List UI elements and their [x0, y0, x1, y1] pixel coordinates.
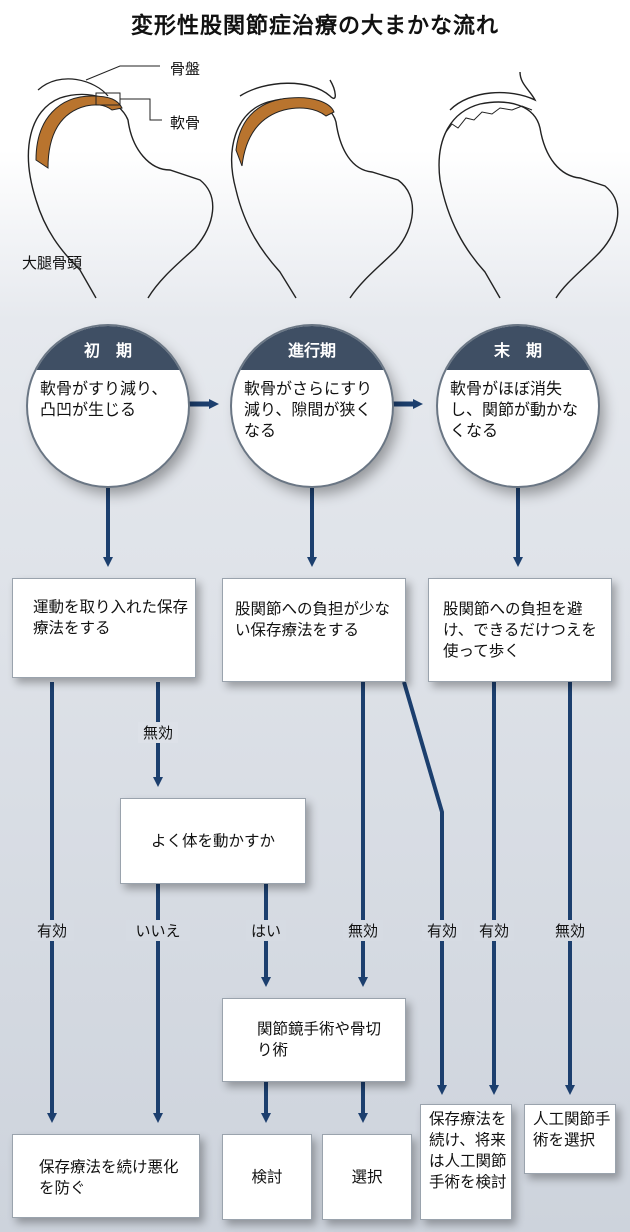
box-result-continue: 保存療法を続け悪化を防ぐ [12, 1134, 200, 1218]
label-femoral-head: 大腿骨頭 [22, 254, 83, 272]
edge-label-effective-2: 有効 [422, 920, 462, 941]
page-title: 変形性股関節症治療の大まかな流れ [130, 14, 499, 39]
edge-label-ineffective-2: 無効 [343, 920, 383, 941]
label-cartilage: 軟骨 [170, 114, 201, 132]
box-surgery: 関節鏡手術や骨切り術 [222, 998, 406, 1082]
edge-label-no: いいえ [126, 920, 190, 941]
hip-illustration-progressive [231, 79, 414, 299]
stage-late-desc: 軟骨がほぼ消失し、関節が動かなくなる [450, 379, 579, 440]
stage-early-desc: 軟骨がすり減り、凸凹が生じる [40, 379, 168, 419]
stage-progressive-desc: 軟骨がさらにすり減り、隙間が狭くなる [244, 379, 373, 440]
arrow-b2-effective [402, 681, 447, 1095]
stage-early: 初 期 軟骨がすり減り、凸凹が生じる [28, 326, 188, 486]
stage-late-title: 末 期 [438, 326, 598, 370]
box-low-load-therapy: 股関節への負担が少ない保存療法をする [222, 578, 406, 682]
box-exercise-therapy: 運動を取り入れた保存療法をする [12, 578, 196, 678]
stage-progressive-title: 進行期 [232, 326, 392, 370]
box-cane-walking: 股関節への負担を避け、できるだけつえを使って歩く [428, 578, 612, 682]
label-pelvis: 骨盤 [170, 60, 201, 78]
cartilage-progressive [235, 97, 335, 167]
edge-label-effective-3: 有効 [474, 920, 514, 941]
box-question-active: よく体を動かすか [120, 798, 306, 884]
stage-late: 末 期 軟骨がほぼ消失し、関節が動かなくなる [438, 326, 598, 486]
box-result-future-surgery: 保存療法を続け、将来は人工関節手術を検討 [420, 1104, 512, 1220]
hip-illustration-early [27, 78, 214, 299]
stage-progressive: 進行期 軟骨がさらにすり減り、隙間が狭くなる [232, 326, 392, 486]
leader-lines [85, 65, 162, 121]
box-result-consider: 検討 [222, 1134, 312, 1220]
edge-label-ineffective-3: 無効 [550, 920, 590, 941]
hip-illustration-late [438, 71, 619, 299]
box-result-arthroplasty: 人工関節手術を選択 [524, 1104, 616, 1174]
box-result-choose: 選択 [322, 1134, 412, 1220]
cartilage-early [35, 95, 123, 169]
edge-label-effective-1: 有効 [30, 920, 74, 941]
edge-label-ineffective-1: 無効 [138, 722, 178, 743]
stage-early-title: 初 期 [28, 326, 188, 370]
edge-label-yes: はい [246, 920, 286, 941]
